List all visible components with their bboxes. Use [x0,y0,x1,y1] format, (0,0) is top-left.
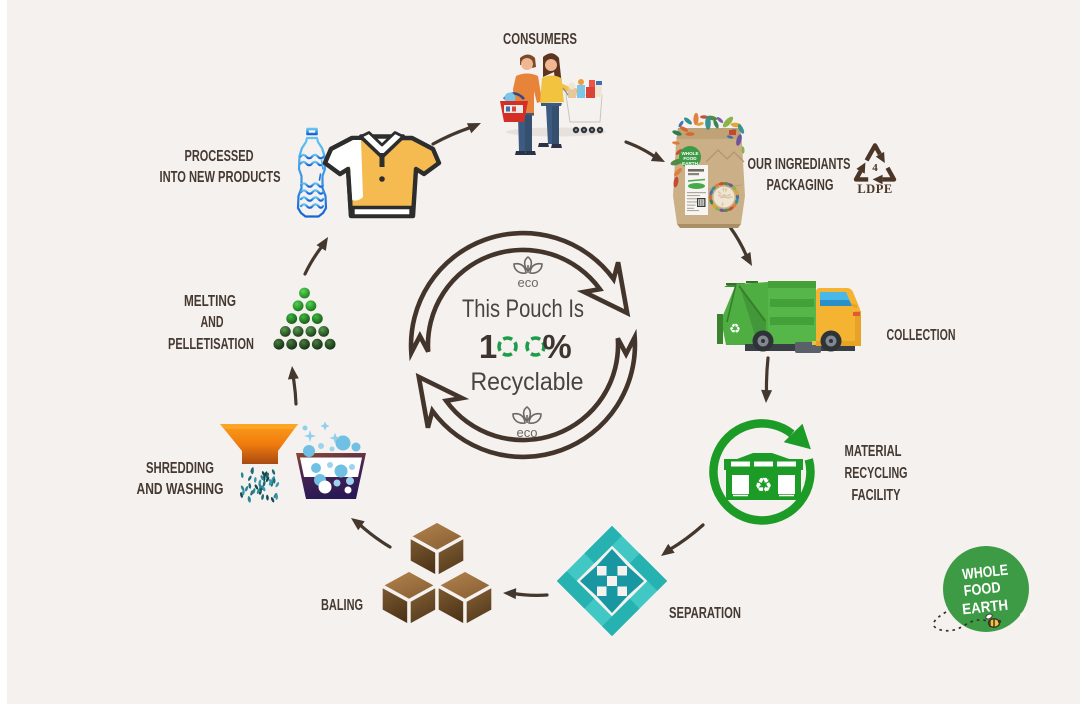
svg-text:BALING: BALING [321,597,363,614]
svg-text:MATERIAL: MATERIAL [845,443,902,460]
svg-text:FOOD: FOOD [963,579,1002,600]
svg-text:FACILITY: FACILITY [852,487,901,504]
svg-text:COLLECTION: COLLECTION [887,327,956,344]
svg-text:AND: AND [201,314,224,331]
svg-text:LDPE: LDPE [857,182,892,196]
svg-text:PROCESSED: PROCESSED [185,148,254,165]
svg-text:Recyclable: Recyclable [471,368,584,396]
svg-text:♻: ♻ [729,321,741,336]
svg-text:FOOD: FOOD [683,156,697,161]
svg-text:eco: eco [517,425,538,440]
svg-text:EARTH: EARTH [961,597,1009,619]
svg-text:SEPARATION: SEPARATION [669,605,741,622]
svg-text:This Pouch Is: This Pouch Is [462,295,584,323]
svg-text:WHOLE: WHOLE [681,151,698,156]
svg-text:OUR INGREDIANTS: OUR INGREDIANTS [748,156,851,173]
svg-text:1: 1 [479,328,497,365]
svg-text:INTO NEW PRODUCTS: INTO NEW PRODUCTS [160,169,281,186]
svg-text:eco: eco [518,275,539,290]
svg-text:4: 4 [872,162,878,174]
svg-text:AND WASHING: AND WASHING [137,481,224,498]
svg-text:CONSUMERS: CONSUMERS [503,31,577,48]
svg-text:♻: ♻ [755,475,773,497]
svg-text:EARTH: EARTH [682,161,699,166]
svg-text:PELLETISATION: PELLETISATION [168,336,254,353]
svg-text:WHOLE: WHOLE [961,562,1009,584]
svg-text:MELTING: MELTING [184,293,236,310]
svg-text:SHREDDING: SHREDDING [146,460,214,477]
svg-text:RECYCLING: RECYCLING [845,465,908,482]
svg-text:%: % [542,328,571,365]
svg-text:PACKAGING: PACKAGING [767,177,834,194]
svg-text:®: ® [1020,611,1026,620]
